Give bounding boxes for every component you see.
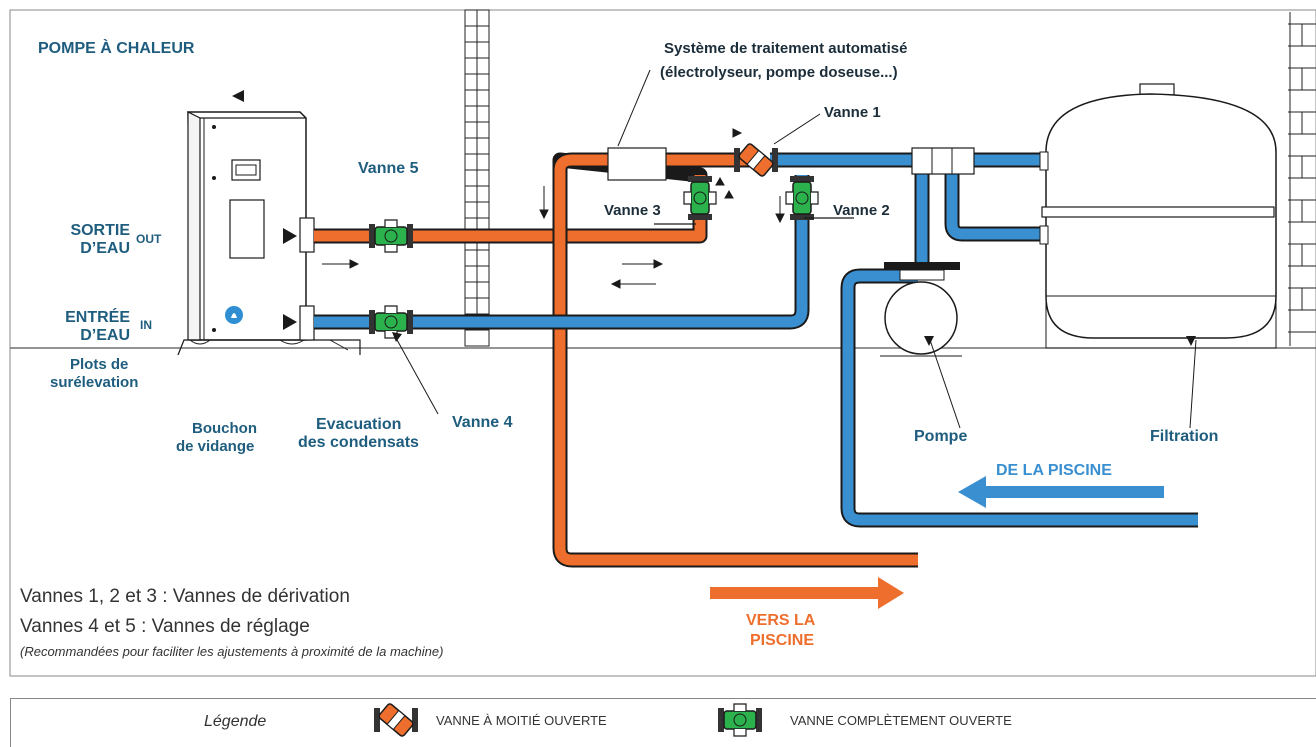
pump-label: Pompe: [914, 428, 968, 445]
drain-label-line1: Bouchon: [192, 420, 257, 437]
tee-fitting: [911, 147, 975, 175]
valve-3[interactable]: [683, 175, 717, 221]
inlet-label-line2: D’EAU: [80, 327, 130, 344]
note-bypass: Vannes 1, 2 et 3 : Vannes de dérivation: [20, 586, 350, 607]
arrow-icon: [283, 314, 297, 330]
from-pool-label: DE LA PISCINE: [996, 462, 1112, 479]
valve-5[interactable]: [368, 219, 414, 253]
wall-brick-icon: [464, 9, 490, 347]
outlet-connector: [299, 217, 315, 253]
pump-icon: [880, 262, 962, 429]
leader-line: [395, 337, 439, 415]
valve-3-label: Vanne 3: [604, 202, 661, 219]
arrow-icon: [283, 228, 297, 244]
condensate-label-line1: Evacuation: [316, 416, 402, 433]
frame: [9, 9, 1316, 677]
treatment-label-line1: Système de traitement automatisé: [664, 40, 908, 57]
outlet-label-line1: SORTIE: [70, 222, 130, 239]
wall-brick-right-icon: [1288, 12, 1316, 346]
plots-label-line2: surélevation: [50, 374, 139, 391]
hot-pipe: [314, 152, 918, 568]
outlet-tag: OUT: [136, 232, 162, 246]
legend-fully-open-label: VANNE COMPLÈTEMENT OUVERTE: [790, 713, 1012, 728]
inlet-tag: IN: [140, 318, 152, 332]
inlet-label-line1: ENTRÉE: [65, 309, 130, 326]
plots-label-line1: Plots de: [70, 356, 129, 373]
valve-1-label: Vanne 1: [824, 104, 881, 121]
valve-2-label: Vanne 2: [833, 202, 890, 219]
valve-4[interactable]: [368, 305, 414, 339]
treatment-label-line2: (électrolyseur, pompe doseuse...): [660, 64, 898, 81]
treatment-unit: [607, 147, 667, 181]
flow-arrows: [322, 128, 785, 289]
to-pool-arrow: [710, 577, 904, 609]
page-title: POMPE À CHALEUR: [38, 40, 195, 57]
legend: [10, 698, 1316, 747]
filtration-label: Filtration: [1150, 428, 1219, 445]
drain-label-line2: de vidange: [176, 438, 255, 455]
heat-pump-unit: [177, 90, 361, 356]
valve-2[interactable]: [785, 175, 819, 221]
note-recommended: (Recommandées pour faciliter les ajustem…: [20, 644, 444, 659]
outlet-label-line2: D’EAU: [80, 240, 130, 257]
legend-title: Légende: [204, 713, 267, 730]
leader-line: [773, 113, 821, 145]
from-pool-arrow: [958, 476, 1164, 508]
legend-half-open-label: VANNE À MOITIÉ OUVERTE: [436, 713, 607, 728]
inlet-connector: [299, 305, 315, 341]
filter-tank-icon: [1039, 83, 1277, 429]
to-pool-label-line1: VERS LA: [746, 612, 816, 629]
condensate-label-line2: des condensats: [298, 434, 419, 451]
arrow-icon: [232, 90, 244, 102]
note-adjust: Vannes 4 et 5 : Vannes de réglage: [20, 616, 310, 637]
valve-5-label: Vanne 5: [358, 160, 419, 177]
to-pool-label-line2: PISCINE: [750, 632, 815, 649]
leader-line: [617, 69, 651, 147]
valve-4-label: Vanne 4: [452, 414, 513, 431]
